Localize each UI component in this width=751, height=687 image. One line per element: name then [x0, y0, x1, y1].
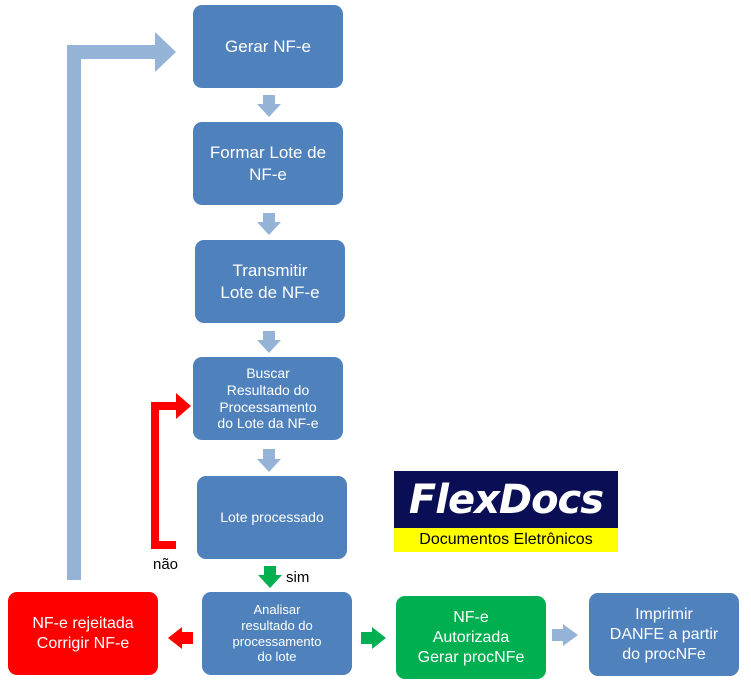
flexdocs-logo: FlexDocs Documentos Eletrônicos	[394, 471, 618, 552]
arrow-to-autorizada	[361, 627, 386, 649]
arrow-to-imprimir	[552, 624, 578, 646]
logo-tagline-band: Documentos Eletrônicos	[394, 528, 618, 552]
arrow-formar-to-transmitir	[257, 213, 281, 235]
node-lote-processado: Lote processado	[197, 476, 347, 559]
label-nao: não	[153, 556, 179, 573]
arrow-gerar-to-formar	[257, 95, 281, 117]
logo-wordmark-band: FlexDocs	[394, 471, 618, 528]
loop-back-arrow	[67, 32, 176, 580]
arrow-sim	[258, 566, 282, 588]
arrow-to-rejeitada	[168, 627, 193, 649]
node-formar-lote: Formar Lote de NF-e	[193, 122, 343, 205]
arrow-transmitir-to-buscar	[257, 331, 281, 353]
node-analisar-resultado: Analisar resultado do processamento do l…	[202, 592, 352, 675]
node-transmitir-lote: Transmitir Lote de NF-e	[195, 240, 345, 323]
label-sim: sim	[286, 569, 310, 586]
arrow-buscar-to-lote-processado	[257, 449, 281, 472]
node-nfe-rejeitada: NF-e rejeitada Corrigir NF-e	[8, 592, 158, 675]
node-gerar-nfe: Gerar NF-e	[193, 5, 343, 88]
node-nfe-autorizada: NF-e Autorizada Gerar procNFe	[396, 596, 546, 679]
node-imprimir-danfe: Imprimir DANFE a partir do procNFe	[589, 593, 739, 676]
logo-wordmark: FlexDocs	[408, 476, 604, 523]
node-buscar-resultado: Buscar Resultado do Processamento do Lot…	[193, 357, 343, 440]
logo-tagline: Documentos Eletrônicos	[419, 531, 593, 548]
nao-loop-arrow	[151, 393, 191, 549]
